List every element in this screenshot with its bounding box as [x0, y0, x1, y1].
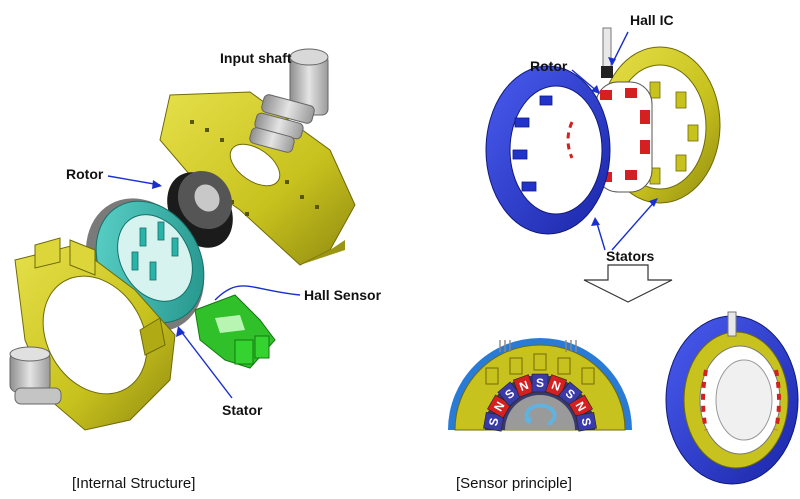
- magnet-pole-label: S: [579, 417, 594, 427]
- callout-arrowheads-right: [591, 57, 658, 226]
- hall-sensor-part: [194, 294, 276, 369]
- magnet-pole-block: [497, 381, 523, 407]
- label-input-shaft: Input shaft: [220, 50, 292, 66]
- label-stator: Stator: [222, 402, 263, 418]
- rotor-ring-magnets: [595, 81, 653, 193]
- input-shaft: [249, 48, 329, 153]
- hall-ic-part: [601, 27, 613, 78]
- down-arrow: [583, 264, 673, 303]
- magnet-pole-block: [575, 412, 597, 432]
- housing-upper: [159, 91, 356, 266]
- bushing-part: [9, 346, 62, 405]
- magnet-pole-block: [483, 412, 505, 432]
- magnet-pole-block: [545, 374, 568, 398]
- label-stators: Stators: [606, 248, 655, 264]
- callout-arrowheads-left: [152, 180, 185, 337]
- callout-lines-left: [107, 175, 301, 399]
- label-rotor-right: Rotor: [530, 58, 568, 74]
- label-hall-sensor: Hall Sensor: [304, 287, 382, 303]
- magnet-pole-block: [531, 373, 549, 393]
- caption-internal-structure: [Internal Structure]: [72, 475, 196, 492]
- magnet-pole-block: [512, 374, 535, 398]
- label-hall-ic: Hall IC: [630, 12, 674, 28]
- rotor-part: [167, 170, 233, 248]
- caption-sensor-principle: [Sensor principle]: [456, 475, 572, 492]
- magnet-pole-label: S: [486, 417, 501, 427]
- assembled-sensor: [665, 311, 799, 485]
- label-rotor-left: Rotor: [66, 166, 104, 182]
- magnet-pole-label: S: [536, 376, 544, 390]
- stator-ring-blue: [485, 65, 611, 235]
- magnet-pole-block: [568, 394, 593, 419]
- magnet-pole-block: [557, 381, 583, 407]
